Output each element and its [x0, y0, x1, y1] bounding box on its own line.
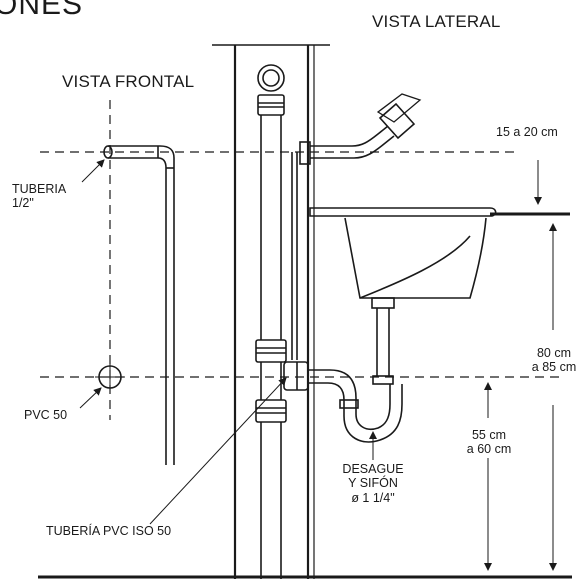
- drain-siphon-label-line3: ø 1 1/4": [351, 490, 395, 505]
- pvc-iso-pipe-label: TUBERÍA PVC ISO 50: [46, 524, 172, 538]
- supply-riser-in-wall: [291, 152, 298, 360]
- wall-section: [212, 44, 330, 579]
- frontal-view-heading: VISTA FRONTAL: [62, 72, 195, 91]
- drain-height-line1: 55 cm: [471, 428, 507, 442]
- supply-pipe-label-line1: TUBERIA: [12, 182, 67, 196]
- faucet-gap-dimension: 15 a 20 cm: [496, 125, 558, 139]
- leader-arrows: [79, 159, 377, 525]
- lateral-view-heading: VISTA LATERAL: [372, 12, 501, 31]
- basin-side-view: [309, 207, 570, 385]
- pvc50-label: PVC 50: [24, 408, 68, 422]
- front-supply-pipe: [103, 145, 175, 465]
- pvc-iso50-vertical-pipe: [255, 64, 287, 579]
- siphon-trap: [308, 369, 403, 443]
- drain-siphon-label: DESAGUE Y SIFÓN ø 1 1/4": [328, 462, 418, 505]
- sink-height-line1: 80 cm: [536, 346, 572, 360]
- sink-height-line2: a 85 cm: [531, 360, 577, 375]
- drain-height-line2: a 60 cm: [466, 442, 512, 457]
- supply-pipe-label-line2: 1/2": [12, 196, 34, 211]
- page-title: ONES: [0, 0, 84, 21]
- front-drain-pvc50: [95, 362, 125, 392]
- sink-height-dimension: 80 cm a 85 cm: [524, 346, 580, 375]
- drain-tee-fitting: [283, 361, 309, 391]
- faucet-side-view: [299, 93, 422, 165]
- supply-pipe-label: TUBERIA 1/2": [12, 182, 66, 211]
- drain-height-dimension: 55 cm a 60 cm: [458, 428, 520, 457]
- drain-siphon-label-line1: DESAGUE: [342, 462, 404, 476]
- drain-siphon-label-line2: Y SIFÓN: [348, 476, 398, 491]
